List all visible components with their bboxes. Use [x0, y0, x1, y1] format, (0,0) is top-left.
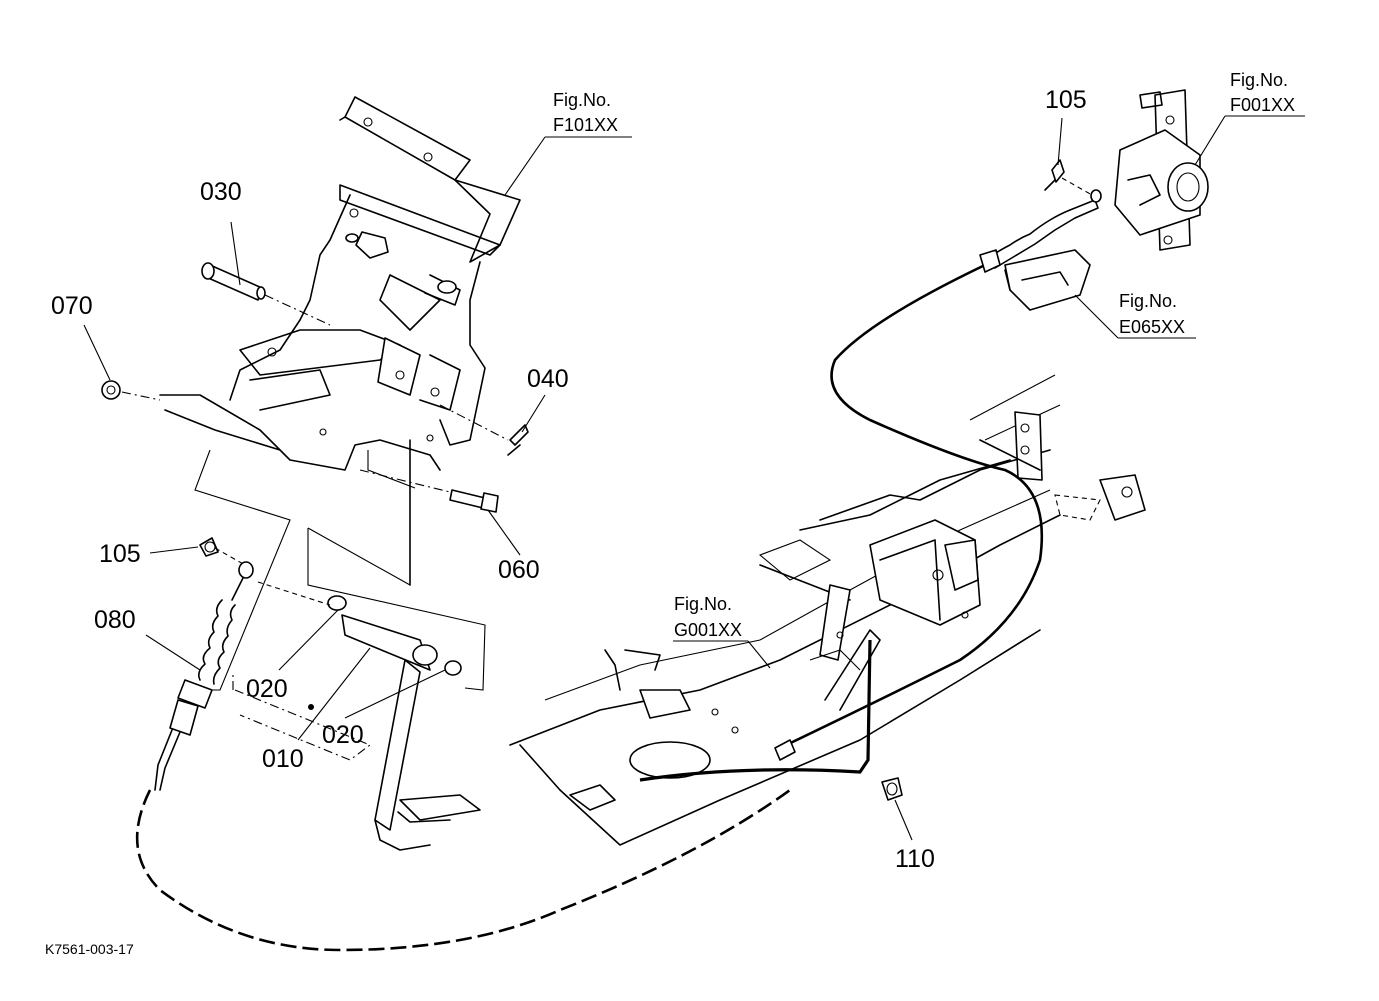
fig-ref-e065-code: E065XX [1119, 317, 1185, 337]
callout-060: 060 [498, 556, 540, 584]
callout-020-left: 020 [246, 675, 288, 703]
fig-ref-f001-code: F001XX [1230, 95, 1295, 115]
callout-080: 080 [94, 606, 136, 634]
fig-ref-f101: Fig.No. F101XX [553, 90, 618, 135]
callout-020-right: 020 [322, 721, 364, 749]
clip-110 [881, 777, 903, 801]
fig-ref-g001: Fig.No. G001XX [674, 594, 742, 640]
pedal-010 [232, 581, 481, 851]
fig-ref-e065: Fig.No. E065XX [1119, 291, 1185, 337]
fig-ref-f001: Fig.No. F001XX [1230, 70, 1295, 115]
callout-010: 010 [262, 745, 304, 773]
fig-ref-f101-code: F101XX [553, 115, 618, 135]
fig-ref-e065-label: Fig.No. [1119, 291, 1177, 311]
nut-070 [101, 380, 161, 401]
bolt-060 [359, 469, 499, 513]
leader-lines [83, 115, 1305, 841]
clip-105-left [199, 537, 246, 566]
main-cable [639, 189, 1102, 782]
fig-ref-g001-code: G001XX [674, 620, 742, 640]
pedal-reference-box [194, 449, 486, 691]
frame-chassis [509, 374, 1146, 846]
bracket-e065 [1004, 249, 1091, 311]
callout-105-right: 105 [1045, 86, 1087, 114]
pin-030 [201, 262, 331, 326]
diagram-code: K7561-003-17 [45, 941, 134, 957]
clip-105-right [1044, 159, 1093, 196]
cable-080 [135, 561, 791, 952]
fig-ref-g001-label: Fig.No. [674, 594, 732, 614]
callout-110: 110 [895, 845, 935, 873]
fig-ref-f101-label: Fig.No. [553, 90, 611, 110]
component-f001 [1114, 89, 1209, 251]
callout-070: 070 [51, 292, 93, 320]
callout-040: 040 [527, 365, 569, 393]
clip-040 [439, 404, 529, 456]
fig-ref-f001-label: Fig.No. [1230, 70, 1288, 90]
pedal-bracket [159, 96, 521, 586]
callout-105-left: 105 [99, 540, 141, 568]
callout-030: 030 [200, 178, 242, 206]
